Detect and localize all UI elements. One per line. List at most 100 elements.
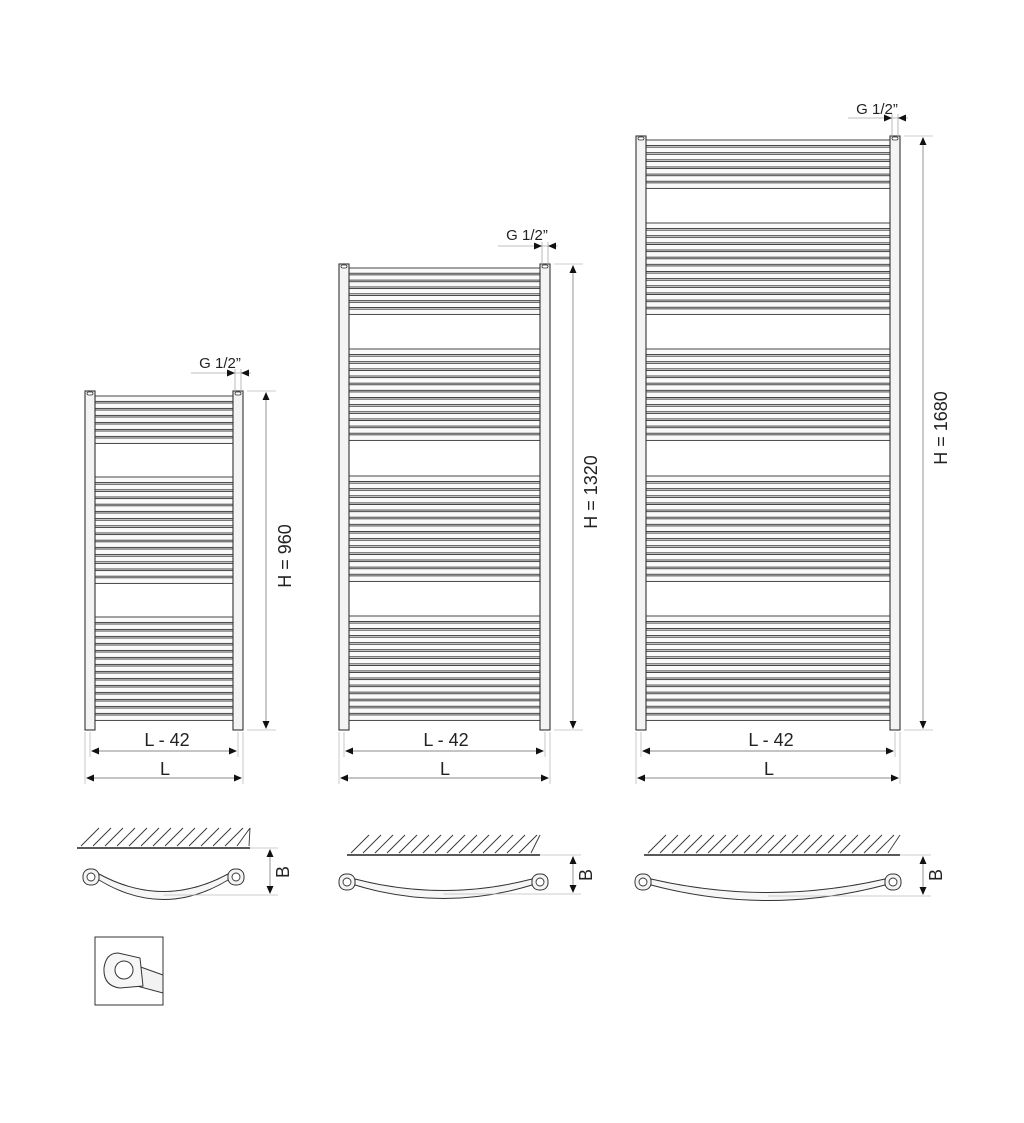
towel-bar [348,693,541,700]
arrow-icon [637,774,645,782]
towel-bar [645,496,891,504]
wall-hatch [875,834,895,854]
towel-bar [645,650,891,658]
towel-bar [348,672,541,679]
arrow-icon [345,747,353,755]
towel-bar [348,398,541,406]
towel-bar [348,665,541,672]
towel-bar [94,483,234,491]
towel-bar [94,707,234,714]
towel-bar [645,391,891,398]
towel-bar [94,714,234,721]
towel-bar [348,288,541,295]
towel-bar [94,616,234,623]
towel-bar [348,629,541,637]
towel-bar [94,490,234,498]
towel-bar [348,679,541,686]
towel-bar [348,301,541,308]
towel-bar [645,182,891,189]
towel-bar [645,229,891,237]
towel-bar [348,657,541,665]
wall-hatch [128,827,148,847]
towel-bar [348,377,541,384]
towel-bar [348,714,541,721]
pipe-section-icon [86,872,96,882]
pipe-inlet-cap [541,264,549,269]
wall-hatch [482,834,502,854]
towel-bar [645,168,891,175]
arrow-icon [891,774,899,782]
wall-hatch [887,834,901,854]
towel-bar [645,301,891,308]
arrow-icon [266,886,274,894]
curved-radiator-profile [354,878,533,899]
towel-bar [645,554,891,561]
towel-bar [348,391,541,398]
arrow-icon [241,369,249,377]
towel-bar [645,622,891,629]
arrow-icon [91,747,99,755]
wall-hatch [494,834,514,854]
towel-bar [94,693,234,700]
arrow-icon [919,856,927,864]
wall-hatch [350,834,370,854]
towel-bar [645,405,891,413]
towel-bar [645,568,891,575]
towel-bar [348,274,541,281]
wall-hatch [386,834,406,854]
wall-hatch [458,834,478,854]
towel-bar [348,532,541,540]
height-label-small: H = 960 [275,524,295,588]
arrow-icon [86,774,94,782]
arrow-icon [541,774,549,782]
wall-hatch [671,834,691,854]
towel-bar [348,420,541,427]
depth-label-large: B [926,869,946,881]
wall-hatch [422,834,442,854]
arrow-icon [534,242,542,250]
wall-hatch [530,834,541,854]
towel-bar [645,636,891,644]
towel-bar [348,384,541,391]
pipe-inlet-cap [637,136,645,141]
inner-width-label-large: L - 42 [748,730,793,750]
arrow-icon [262,721,270,729]
pipe-section-icon [535,877,545,887]
towel-bar [348,434,541,441]
towel-bar [348,561,541,568]
connection-label-large: G 1/2” [856,101,898,118]
arrow-icon [919,137,927,145]
wall-hatch [518,834,538,854]
radiator-side-view-small [77,827,278,900]
towel-bar [645,686,891,693]
towel-bar [348,412,541,420]
arrow-icon [919,721,927,729]
arrow-icon [536,747,544,755]
towel-bar [348,504,541,511]
towel-bar [348,707,541,714]
towel-bar [348,482,541,490]
left-vertical-pipe [84,390,96,731]
radiator-front-view-large [635,114,933,784]
wall-hatch [827,834,847,854]
towel-bar [348,643,541,651]
towel-bar [645,489,891,497]
pipe-section-icon [342,877,352,887]
towel-bar [94,423,234,430]
towel-bar [645,657,891,665]
towel-bar [94,519,234,527]
towel-bar [645,377,891,384]
wall-hatch [410,834,430,854]
towel-bar [645,629,891,637]
towel-bar [94,505,234,512]
wall-hatch [731,834,751,854]
towel-bar [645,362,891,370]
towel-bar [645,236,891,244]
arrow-icon [569,885,577,893]
towel-bar [94,430,234,437]
towel-bar [94,416,234,423]
towel-bar [645,714,891,721]
wall-hatch [434,834,454,854]
towel-bar [645,475,891,482]
towel-bar [348,362,541,370]
